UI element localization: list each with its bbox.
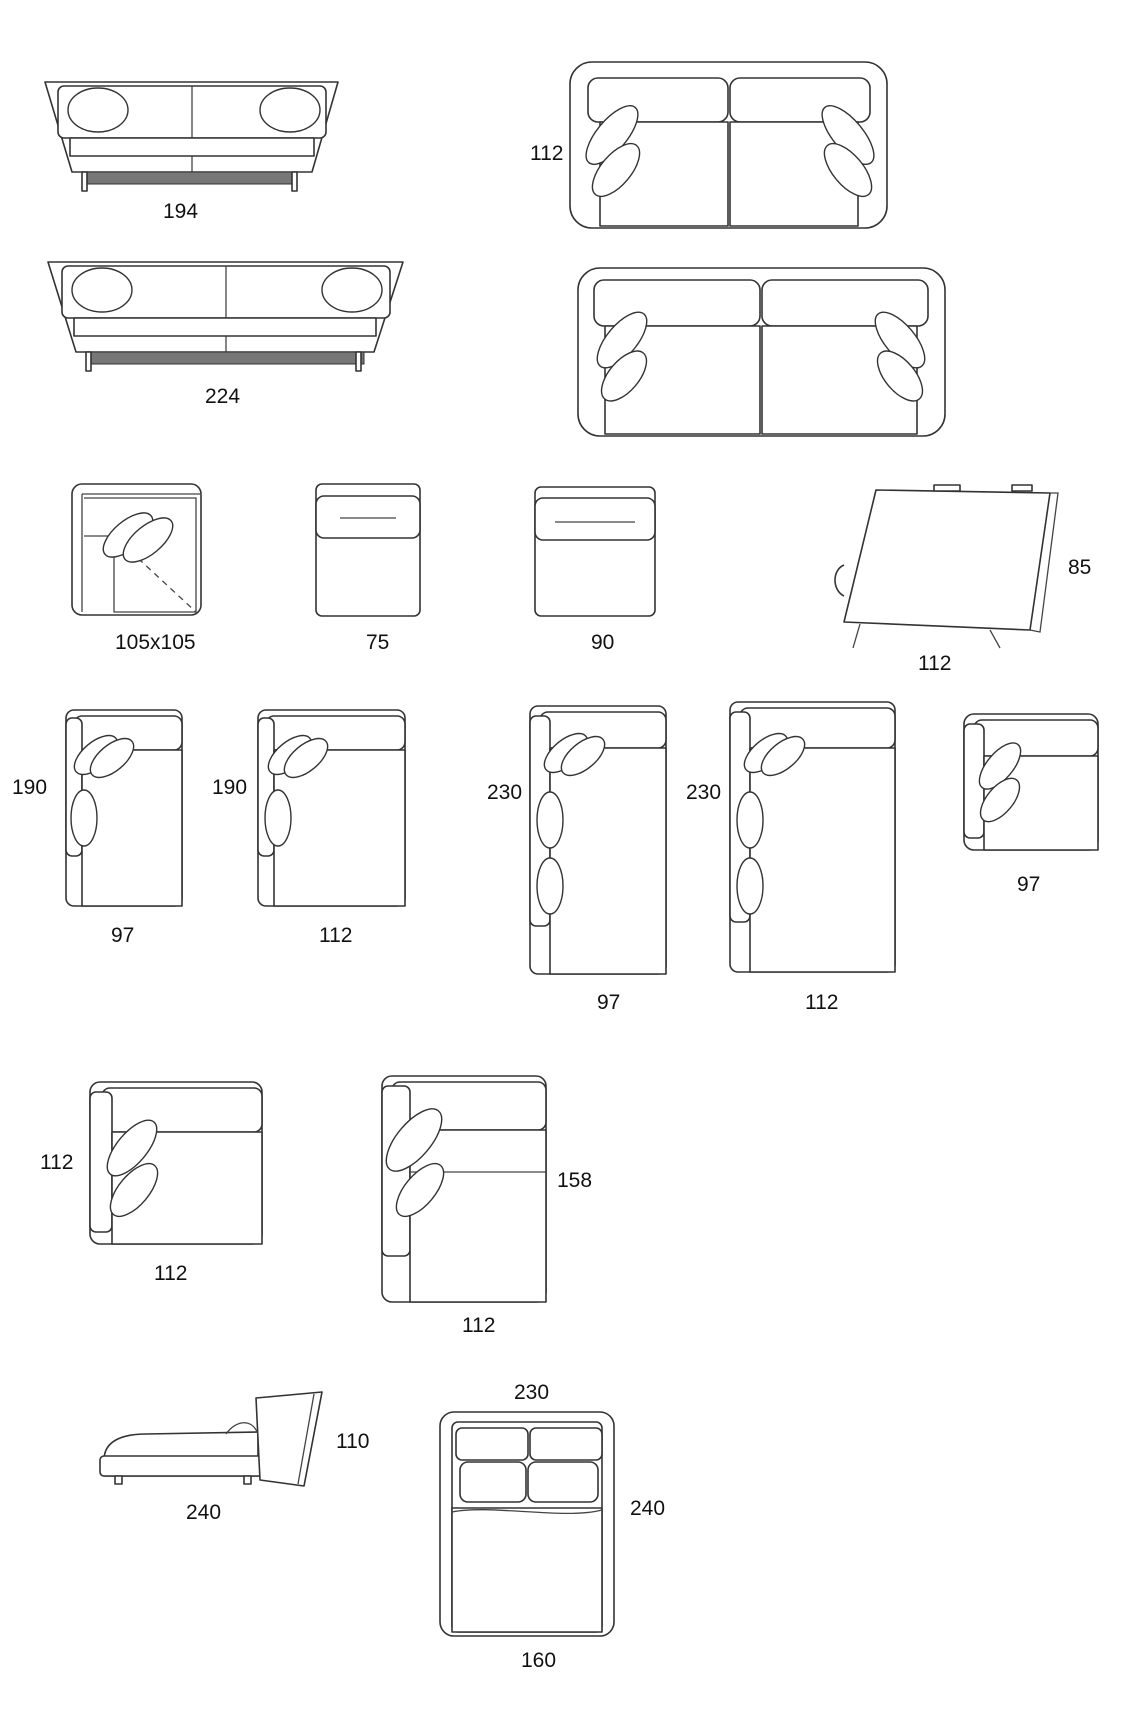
dimension-label: 97 (597, 991, 621, 1014)
chaise-230x97 (529, 705, 667, 975)
dimension-label: 90 (591, 631, 615, 654)
dimension-label: 190 (212, 776, 248, 799)
dimension-label: 97 (1017, 873, 1041, 896)
dimension-label: 105x105 (115, 631, 196, 654)
dimension-label: 240 (186, 1501, 222, 1524)
chaise-190x112 (257, 709, 406, 907)
module-158x112-top-view (381, 1075, 547, 1303)
armchair-97-top-view (963, 713, 1099, 851)
module-112x112-top-view (89, 1081, 263, 1245)
dimension-label: 112 (530, 142, 564, 165)
dimension-label: 230 (686, 781, 722, 804)
dimension-label: 194 (163, 200, 199, 223)
dimension-label: 85 (1068, 556, 1092, 579)
module-90-top-view (534, 486, 656, 617)
dimension-label: 230 (487, 781, 523, 804)
dimension-label: 112 (462, 1314, 496, 1337)
bed-side-profile (99, 1391, 323, 1487)
dimension-label: 160 (521, 1649, 557, 1672)
dimension-label: 97 (111, 924, 135, 947)
module-75-top-view (315, 483, 421, 617)
chaise-230x112 (729, 701, 896, 973)
dimension-label: 224 (205, 385, 241, 408)
dimension-label: 240 (630, 1497, 666, 1520)
sofa-top-view-112 (569, 61, 888, 229)
sofa-side-profile (834, 484, 1059, 649)
bed-top-view (439, 1411, 615, 1637)
dimension-label: 75 (366, 631, 390, 654)
dimension-label: 230 (514, 1381, 550, 1404)
dimension-label: 112 (154, 1262, 188, 1285)
dimension-label: 112 (805, 991, 839, 1014)
sofa-top-view-large (577, 267, 946, 437)
dimension-label: 112 (918, 652, 952, 675)
dimension-label: 110 (336, 1430, 370, 1453)
corner-module-105x105 (71, 483, 202, 616)
dimension-label: 112 (319, 924, 353, 947)
dimension-label: 112 (40, 1151, 74, 1174)
sofa-194-front-view (44, 81, 339, 192)
chaise-190x97 (65, 709, 183, 907)
dimension-label: 158 (557, 1169, 593, 1192)
sofa-224-front-view (47, 261, 404, 372)
dimension-label: 190 (12, 776, 48, 799)
